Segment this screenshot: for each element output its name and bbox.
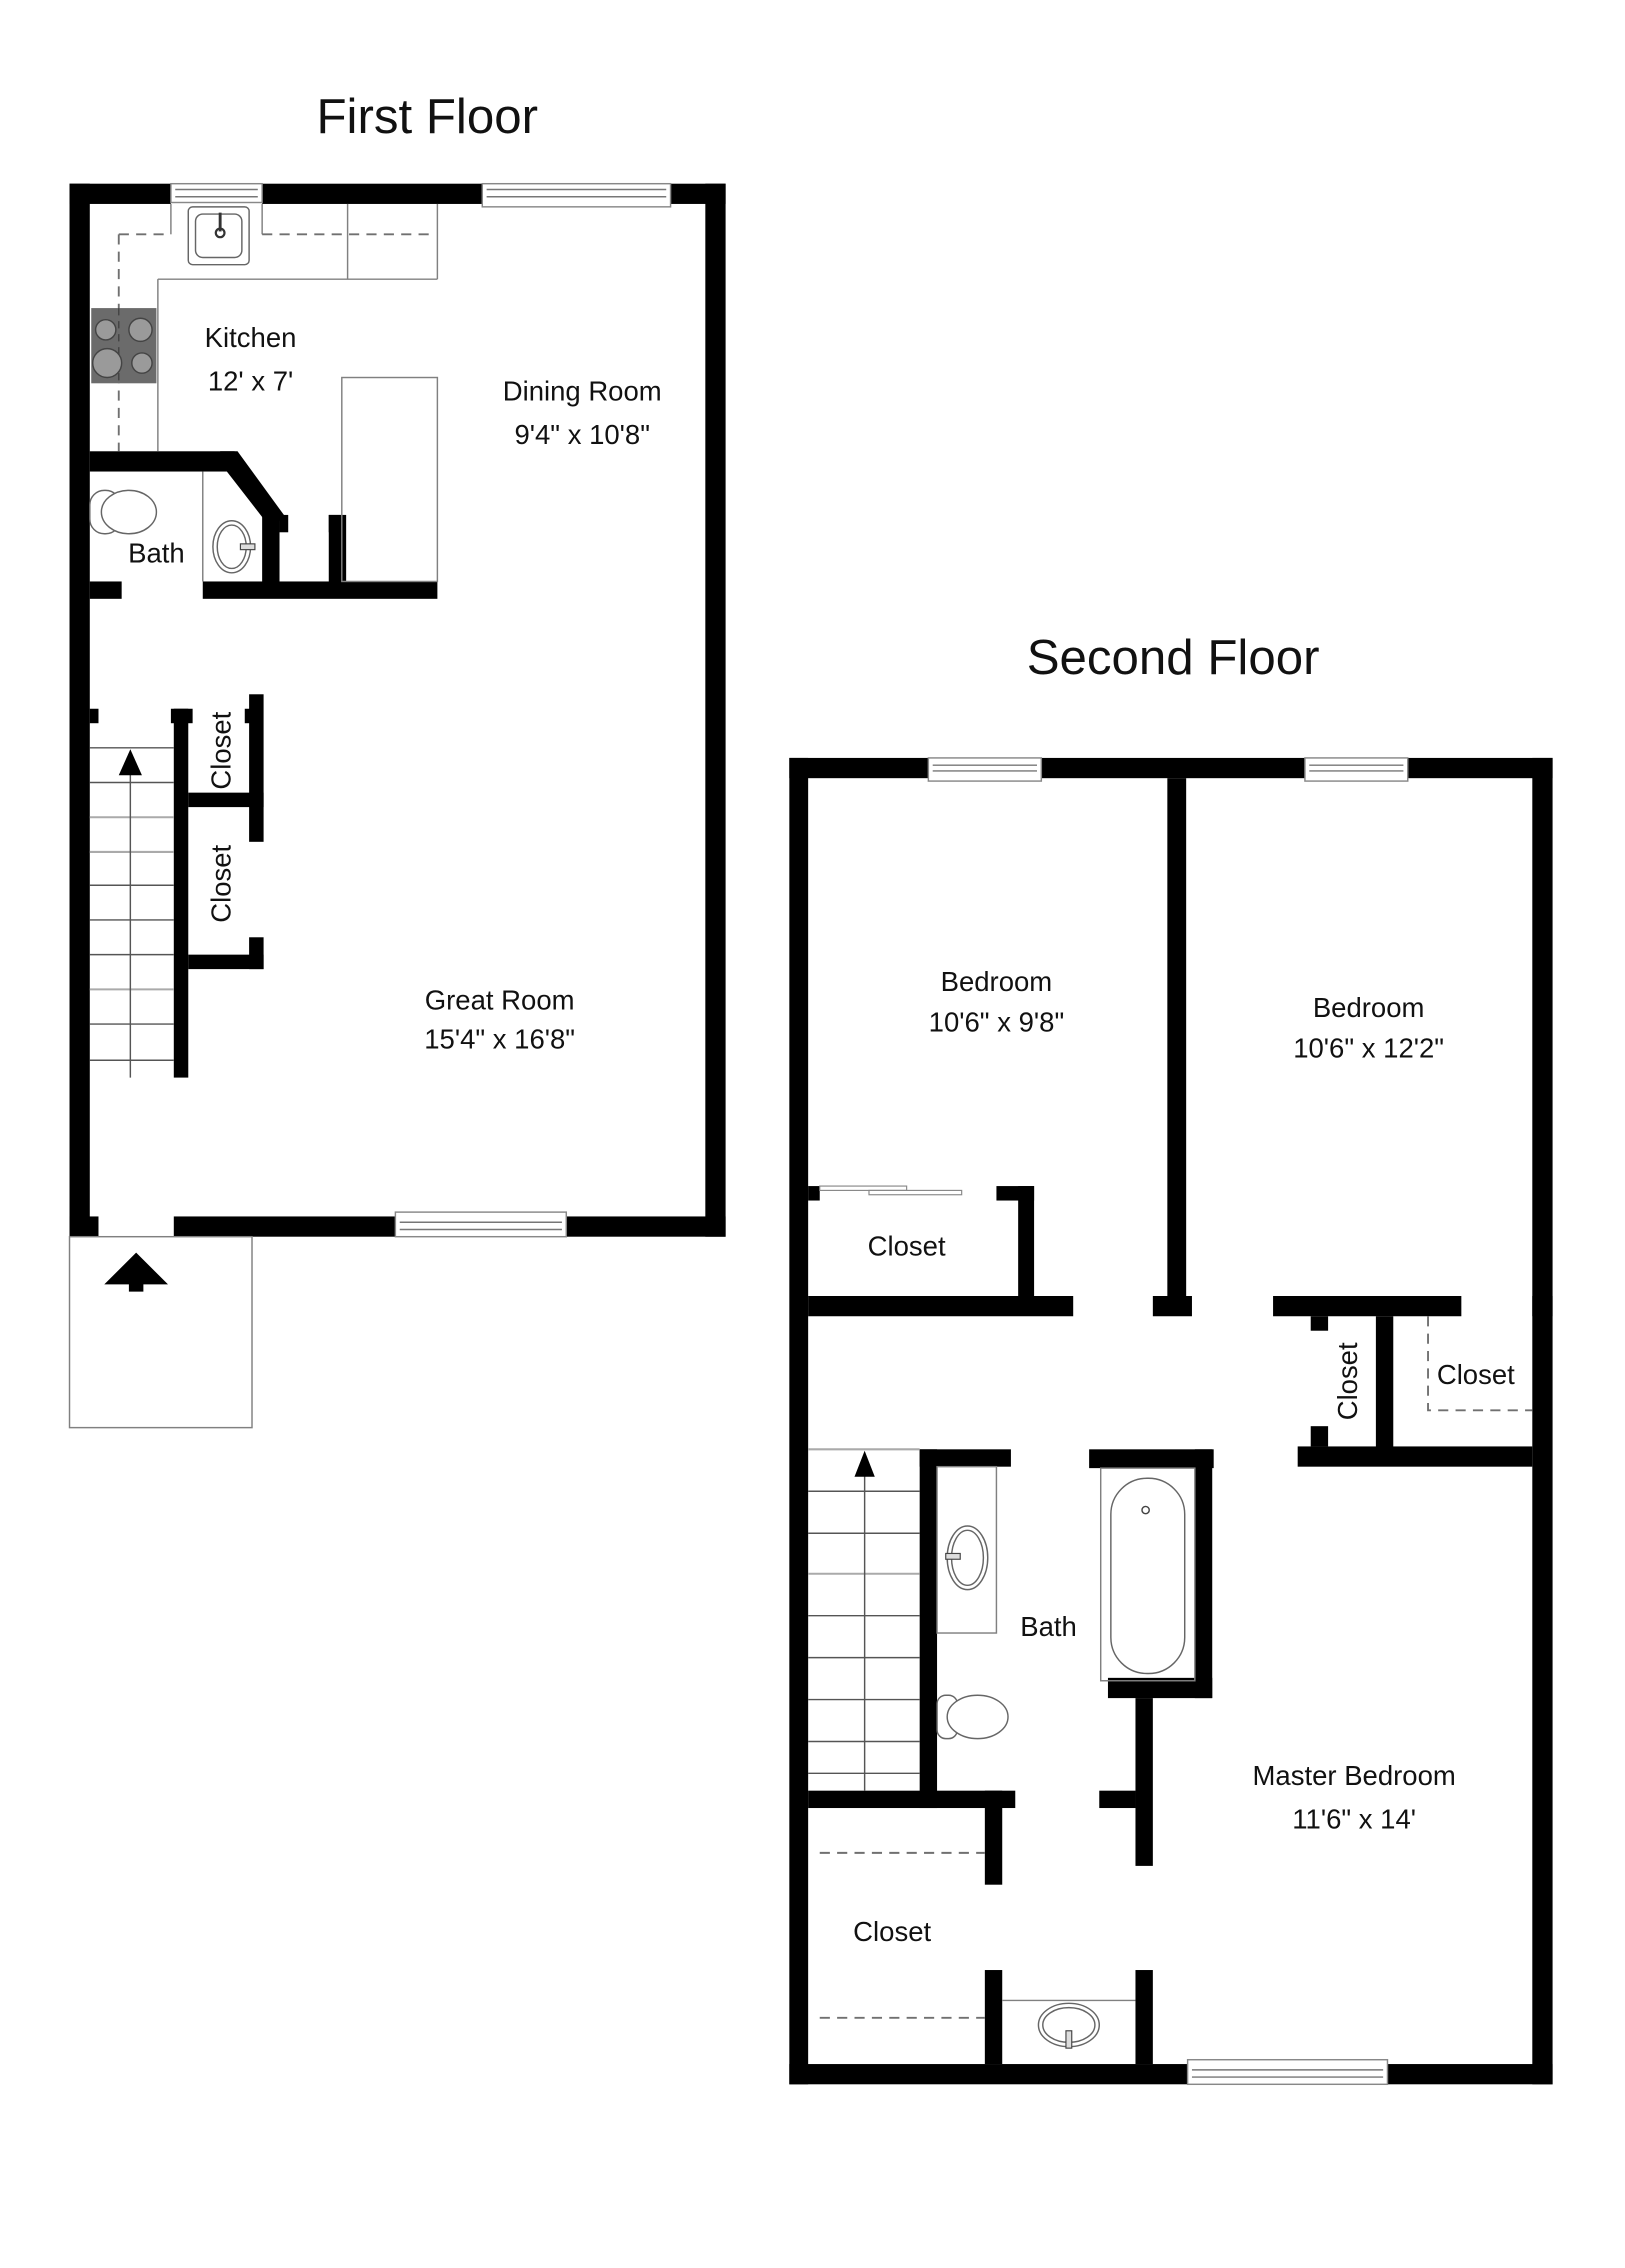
first-floor-stairs[interactable] (89, 747, 174, 1078)
bath-sink-icon (212, 519, 256, 574)
second-floor-windows (927, 757, 1409, 2086)
toilet-icon (936, 1694, 1009, 1740)
kitchen-dimensions: 12' x 7' (208, 366, 293, 397)
kitchen-label: Kitchen (205, 322, 297, 353)
second-floor-stairs[interactable] (808, 1448, 920, 1791)
hall-closet-label: Closet (1332, 1342, 1363, 1420)
entry (68, 1235, 253, 1429)
master-closet-label: Closet (853, 1916, 931, 1947)
stove-icon (91, 308, 157, 384)
first-closet-lower-label: Closet (205, 844, 236, 922)
toilet-icon (89, 489, 158, 535)
bedroom-2-dimensions: 10'6" x 12'2" (1293, 1032, 1444, 1063)
dining-table (341, 376, 439, 583)
second-bath-label: Bath (1020, 1611, 1077, 1642)
stairs-up-arrow-icon (854, 1450, 875, 1477)
entry-arrow-icon (104, 1252, 169, 1292)
first-floor-windows (170, 182, 672, 1238)
bedroom-2-closet-label: Closet (1437, 1359, 1515, 1390)
great-room-dimensions: 15'4" x 16'8" (424, 1024, 575, 1055)
bedroom-1-label: Bedroom (941, 966, 1053, 997)
bedroom-1-closet-label: Closet (868, 1231, 946, 1262)
first-floor-title: First Floor (316, 89, 538, 144)
sliding-closet-door (819, 1185, 963, 1196)
master-bedroom-dimensions: 11'6" x 14' (1292, 1803, 1416, 1834)
dining-room-dimensions: 9'4" x 10'8" (514, 419, 650, 450)
bedroom-2-label: Bedroom (1313, 992, 1425, 1023)
second-floor-bath-fixtures (936, 1465, 1196, 2049)
first-floor-walls (69, 183, 726, 1237)
first-floor: First Floor (68, 89, 726, 1429)
first-closet-upper-label: Closet (205, 711, 236, 789)
second-floor-walls (789, 757, 1553, 2085)
bedroom-1-dimensions: 10'6" x 9'8" (929, 1006, 1065, 1037)
first-floor-bath-fixtures (89, 471, 256, 582)
first-bath-label: Bath (128, 538, 185, 569)
second-floor: Second Floor (789, 630, 1553, 2086)
dining-room-label: Dining Room (503, 376, 662, 407)
second-floor-title: Second Floor (1027, 630, 1320, 685)
kitchen-counters (91, 203, 439, 583)
closet-shelf-line (1427, 1316, 1533, 1412)
stairs-up-arrow-icon (118, 749, 142, 776)
vanity-sink-icon (1002, 1999, 1136, 2049)
bath-sink-icon (945, 1525, 989, 1591)
great-room-label: Great Room (425, 985, 575, 1016)
bathtub-icon (1099, 1467, 1196, 1682)
master-bedroom-label: Master Bedroom (1253, 1760, 1456, 1791)
